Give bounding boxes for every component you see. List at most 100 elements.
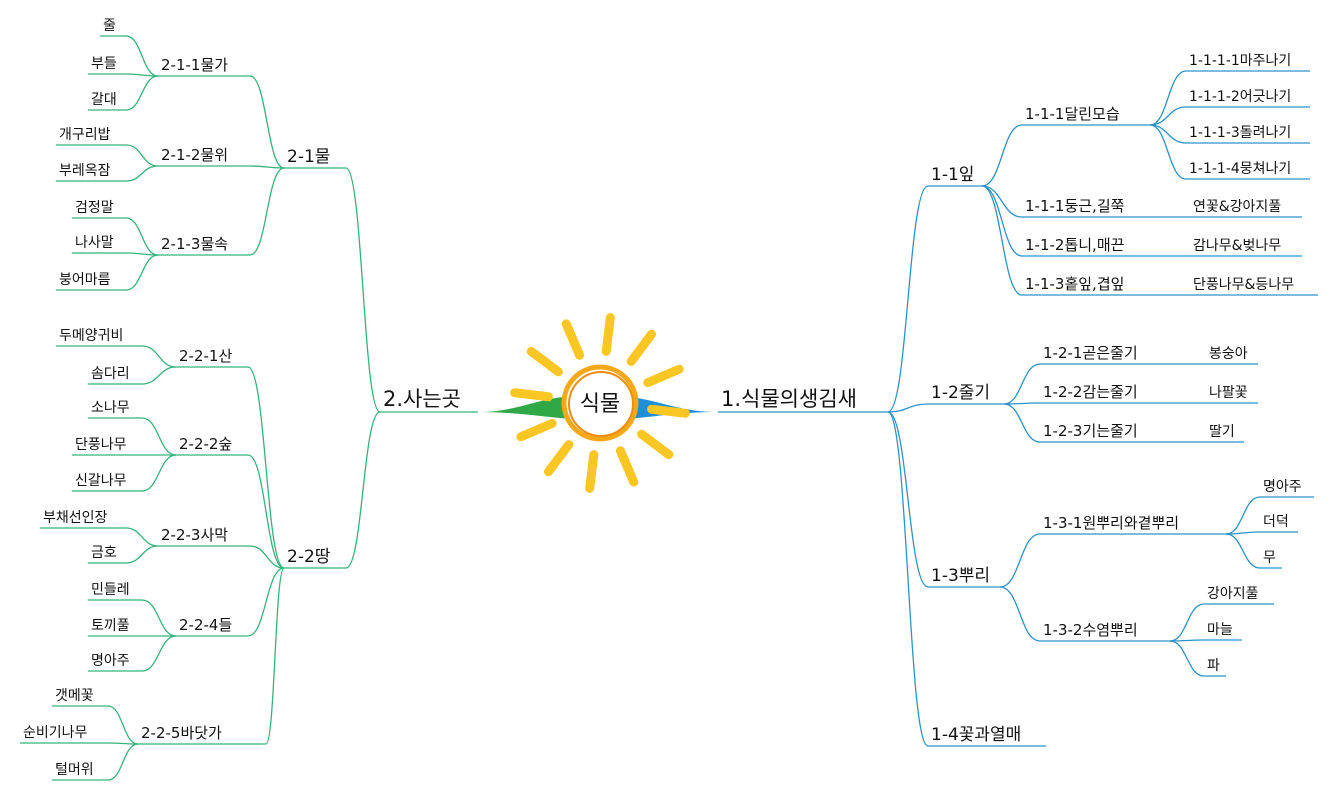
branch-line [247,454,285,569]
subtopic: 1-1-1달린모습 [1025,105,1120,123]
leaf-node: 부채선인장 [43,510,108,526]
leaf-node: 단풍나무 [75,437,127,453]
sun-ray [526,346,563,377]
leaf-node: 나사말 [75,235,114,251]
node-labels: 1.식물의생김새1-1잎1-1-1달린모습1-1-1-1마주나기1-1-1-2어… [23,18,1302,778]
subtopic: 1-2-3기는줄기 [1043,422,1138,440]
leaf-node: 토끼풀 [91,618,130,634]
branch-line [265,567,285,745]
topic-water: 2-1물 [287,147,330,167]
branch-line [887,411,929,747]
leaf-node: 더덕 [1263,514,1289,530]
subtopic: 1-3-2수염뿌리 [1043,621,1138,639]
branch-line [1003,402,1041,405]
subtopic: 2-1-2물위 [161,146,228,164]
branch-line [345,167,381,413]
leaf-node: 순비기나무 [23,725,88,741]
leaf-node: 강아지풀 [1207,586,1259,602]
branch-line [1003,363,1041,405]
subtopic: 1-3-1원뿌리와곁뿌리 [1043,514,1179,532]
branch-line [1149,106,1187,126]
sun-ray [615,446,639,487]
topic-leaf: 1-1잎 [931,165,974,185]
leaf-node: 감나무&벚나무 [1193,238,1281,254]
branch-line [125,75,159,111]
subtopic: 2-2-1산 [179,347,232,365]
leaf-node: 신갈나무 [75,473,127,489]
leaf-node: 1-1-1-2어긋나기 [1189,89,1291,105]
branch-line [249,167,285,256]
branch-line [107,742,139,745]
subtopic: 2-1-3물속 [161,235,228,253]
branch-line [1225,533,1261,569]
sun-ray [643,364,684,388]
branch-line [141,366,177,385]
topic-stem: 1-2줄기 [931,383,990,403]
subtopic: 1-1-1둥근,길쭉 [1025,197,1125,215]
main-topic-habitat: 2.사는곳 [383,387,461,411]
topic-root: 1-3뿌리 [931,566,990,586]
leaf-node: 부들 [91,56,117,72]
branch-line [887,403,929,413]
left-connector [478,396,586,420]
branch-line [141,454,177,492]
central-topic: 식물 [580,392,620,417]
branch-line [125,73,159,77]
branch-line [249,165,285,169]
subtopic: 2-2-2숲 [179,435,232,453]
leaf-node: 갈대 [91,92,117,108]
sun-inner-ring [568,371,634,437]
branch-line [125,527,159,547]
branch-line [887,185,929,413]
branch-line [107,743,139,781]
branch-line [141,599,177,637]
leaf-node: 검정말 [75,200,114,216]
branch-line [887,411,929,588]
sun-ray [647,404,690,418]
subtopic: 1-1-2톱니,매끈 [1025,236,1125,254]
branch-line [981,185,1023,218]
leaf-node: 소나무 [91,400,130,416]
sun-icon: 식물 [510,313,690,493]
leaf-node: 두메양귀비 [59,328,123,344]
branch-line [1149,70,1187,126]
branch-line [107,705,139,745]
branch-line [1225,531,1261,535]
branch-line [125,144,159,167]
leaf-node: 부레옥잠 [59,163,111,179]
branch-line [247,567,285,637]
branch-line [125,35,159,77]
topic-flower-fruit: 1-4꽃과열매 [931,725,1021,745]
branch-line [247,366,285,569]
subtopic: 1-2-1곧은줄기 [1043,344,1138,362]
leaf-node: 마늘 [1207,622,1233,638]
branch-line [999,586,1041,642]
leaf-node: 명아주 [1263,479,1302,495]
subtopic: 1-2-2감는줄기 [1043,383,1138,401]
branch-line [345,411,381,569]
leaf-node: 털머위 [55,762,94,778]
subtopic: 2-2-3사막 [161,526,228,544]
subtopic: 1-1-3홑잎,겹잎 [1025,275,1124,293]
branch-line [125,217,159,256]
sun-ray [637,429,674,460]
leaf-node: 봉숭아 [1209,346,1248,362]
leaf-node: 나팔꽃 [1209,385,1248,401]
leaf-node: 개구리밥 [59,127,111,143]
branch-line [125,165,159,182]
sun-ray [561,319,585,360]
branch-line [1003,403,1041,443]
leaf-node: 연꽃&강아지풀 [1193,199,1281,215]
branch-line [981,185,1023,257]
branch-line [125,252,159,256]
subtopic: 2-1-1물가 [161,56,228,74]
leaf-node: 줄 [103,18,116,34]
branch-line [141,417,177,456]
branch-line [141,345,177,368]
leaf-node: 붕어마름 [59,272,111,288]
leaf-node: 무 [1263,550,1276,566]
sun-ray [516,418,557,442]
branch-line [141,635,177,672]
leaf-node: 파 [1207,658,1220,674]
